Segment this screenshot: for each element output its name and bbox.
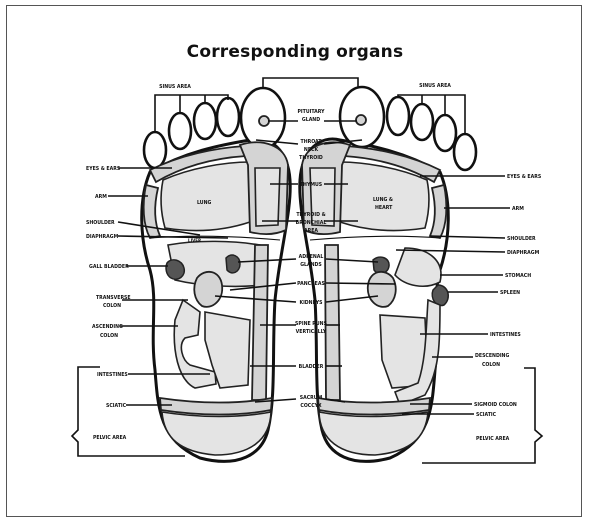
center-label-throat-1: THROAT: [301, 139, 323, 145]
right-label-lung-heart-1: LUNG &: [373, 197, 393, 203]
center-label-thyroid-3: AREA: [304, 228, 318, 234]
right-pituitary-spot: [356, 115, 366, 125]
right-label-arm: ARM: [512, 206, 524, 212]
left-label-liver: LIVER: [188, 238, 202, 244]
center-label-pituitary-2: GLAND: [302, 117, 320, 123]
left-label-pelvic: PELVIC AREA: [93, 435, 127, 441]
left-label-diaphragm: DIAPHRAGM: [86, 234, 119, 240]
left-adrenal: [226, 255, 240, 273]
left-label-intestines: INTESTINES: [97, 372, 128, 378]
right-kidney: [368, 272, 396, 307]
left-kidney: [194, 272, 222, 307]
right-label-shoulder: SHOULDER: [507, 236, 536, 242]
right-label-intestines: INTESTINES: [490, 332, 521, 338]
center-label-kidneys: KIDNEYS: [299, 300, 323, 306]
right-label-diaphragm: DIAPHRAGM: [507, 250, 540, 256]
right-toe-3: [411, 104, 433, 140]
right-label-sigmoid-colon: SIGMOID COLON: [474, 402, 517, 408]
center-label-pancreas: PANCREAS: [297, 281, 325, 287]
center-label-pituitary-1: PITUITARY: [298, 109, 326, 115]
center-label-throat-2: NECK: [304, 147, 319, 153]
left-small-toe: [144, 132, 166, 168]
right-label-stomach: STOMACH: [505, 273, 531, 279]
right-toe-4: [434, 115, 456, 151]
left-label-eyes-ears: EYES & EARS: [86, 166, 121, 172]
left-toe-3: [194, 103, 216, 139]
right-label-sciatic: SCIATIC: [476, 412, 497, 418]
right-toe-2: [387, 97, 409, 135]
center-label-thymus: THYMUS: [300, 182, 323, 188]
center-label-throat-3: THYROID: [299, 155, 323, 161]
right-label-pelvic: PELVIC AREA: [476, 436, 510, 442]
right-label-eyes-ears: EYES & EARS: [507, 174, 542, 180]
right-label-lung-heart-2: HEART: [375, 205, 393, 211]
left-label-ascending-colon-1: ASCENDING: [92, 324, 123, 330]
left-pituitary-spot: [259, 116, 269, 126]
center-label-thyroid-2: BRONCHIAL: [296, 220, 327, 226]
center-label-thyroid-1: THYROID &: [296, 212, 325, 218]
right-label-spleen: SPLEEN: [500, 290, 520, 296]
left-label-transverse-colon-2: COLON: [103, 303, 121, 309]
left-label-arm: ARM: [95, 194, 107, 200]
center-label-spine-1: SPINE RUNS: [295, 321, 328, 327]
center-label-spine-2: VERTICALLY: [296, 329, 327, 335]
center-label-adrenal-1: ADRENAL: [299, 254, 324, 260]
left-toe-4: [169, 113, 191, 149]
left-gall-bladder: [166, 260, 184, 279]
left-label-gall-bladder: GALL BLADDER: [89, 264, 129, 270]
left-label-sciatic: SCIATIC: [106, 403, 127, 409]
left-label-transverse-colon-1: TRANSVERSE: [96, 295, 131, 301]
left-label-shoulder: SHOULDER: [86, 220, 115, 226]
right-label-sinus: SINUS AREA: [419, 83, 451, 89]
right-label-descending-colon-2: COLON: [482, 362, 500, 368]
right-label-descending-colon-1: DESCENDING: [475, 353, 509, 359]
center-label-bladder: BLADDER: [299, 364, 324, 370]
left-label-ascending-colon-2: COLON: [100, 333, 118, 339]
left-label-sinus: SINUS AREA: [159, 84, 191, 90]
left-label-lung: LUNG: [197, 200, 211, 206]
left-toe-2: [217, 98, 239, 136]
right-small-toe: [454, 134, 476, 170]
center-label-sacrum-2: COCCYX: [300, 403, 322, 409]
center-label-sacrum-1: SACRUM: [300, 395, 323, 401]
center-label-adrenal-2: GLANDS: [300, 262, 322, 268]
